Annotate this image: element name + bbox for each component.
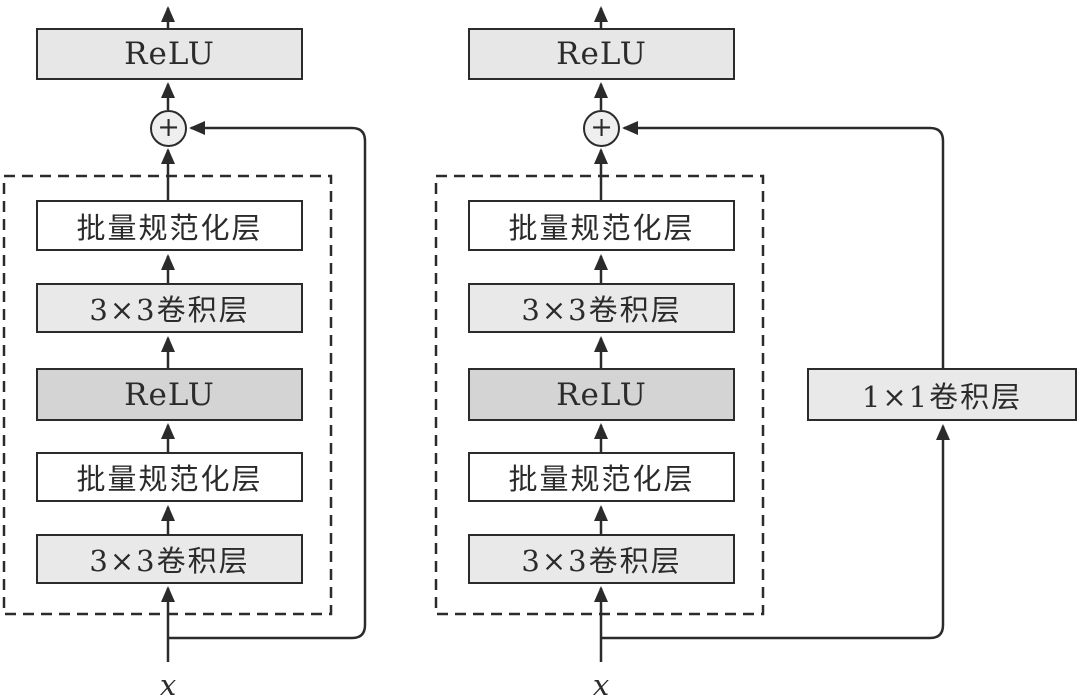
relu-mid-label: ReLU <box>556 376 647 413</box>
relu-mid-box-left: ReLU <box>36 368 303 421</box>
skip-connection-left <box>168 121 367 640</box>
conv3x3-label: 3×3卷积层 <box>521 293 682 327</box>
conv3x3-box-2-right: 3×3卷积层 <box>468 534 735 584</box>
bn-layer-box-2-right: 批量规范化层 <box>468 452 735 502</box>
bn-layer-label: 批量规范化层 <box>508 210 695 245</box>
dashed-residual-group-right <box>434 174 765 616</box>
bn-layer-label: 批量规范化层 <box>76 210 263 245</box>
conv3x3-label: 3×3卷积层 <box>521 544 682 578</box>
bn-layer-box-1-left: 批量规范化层 <box>36 200 303 251</box>
relu-output-label-left: ReLU <box>124 36 215 72</box>
plus-icon: + <box>157 112 180 143</box>
conv3x3-box-2-left: 3×3卷积层 <box>36 534 303 584</box>
conv3x3-box-1-left: 3×3卷积层 <box>36 283 303 333</box>
skip-to-conv1x1-line <box>601 424 950 640</box>
bn-layer-label: 批量规范化层 <box>76 462 263 496</box>
input-label-left: x <box>159 668 177 700</box>
relu-mid-box-right: ReLU <box>468 368 735 421</box>
relu-output-box-left: ReLU <box>36 28 303 80</box>
conv3x3-label: 3×3卷积层 <box>89 544 250 578</box>
conv3x3-label: 3×3卷积层 <box>89 293 250 327</box>
conv1x1-to-add-line <box>622 121 945 368</box>
relu-output-box-right: ReLU <box>468 28 735 80</box>
bn-layer-box-1-right: 批量规范化层 <box>468 200 735 251</box>
conv1x1-label: 1×1卷积层 <box>861 379 1023 414</box>
conv1x1-shortcut-box: 1×1卷积层 <box>807 368 1077 421</box>
plus-icon: + <box>590 112 613 143</box>
conv3x3-box-1-right: 3×3卷积层 <box>468 283 735 333</box>
add-node-right: + <box>583 110 620 147</box>
relu-mid-label: ReLU <box>124 376 215 413</box>
bn-layer-label: 批量规范化层 <box>508 462 695 496</box>
add-node-left: + <box>150 110 187 147</box>
input-label-right: x <box>592 668 610 700</box>
bn-layer-box-2-left: 批量规范化层 <box>36 452 303 502</box>
relu-output-label-right: ReLU <box>556 36 647 72</box>
